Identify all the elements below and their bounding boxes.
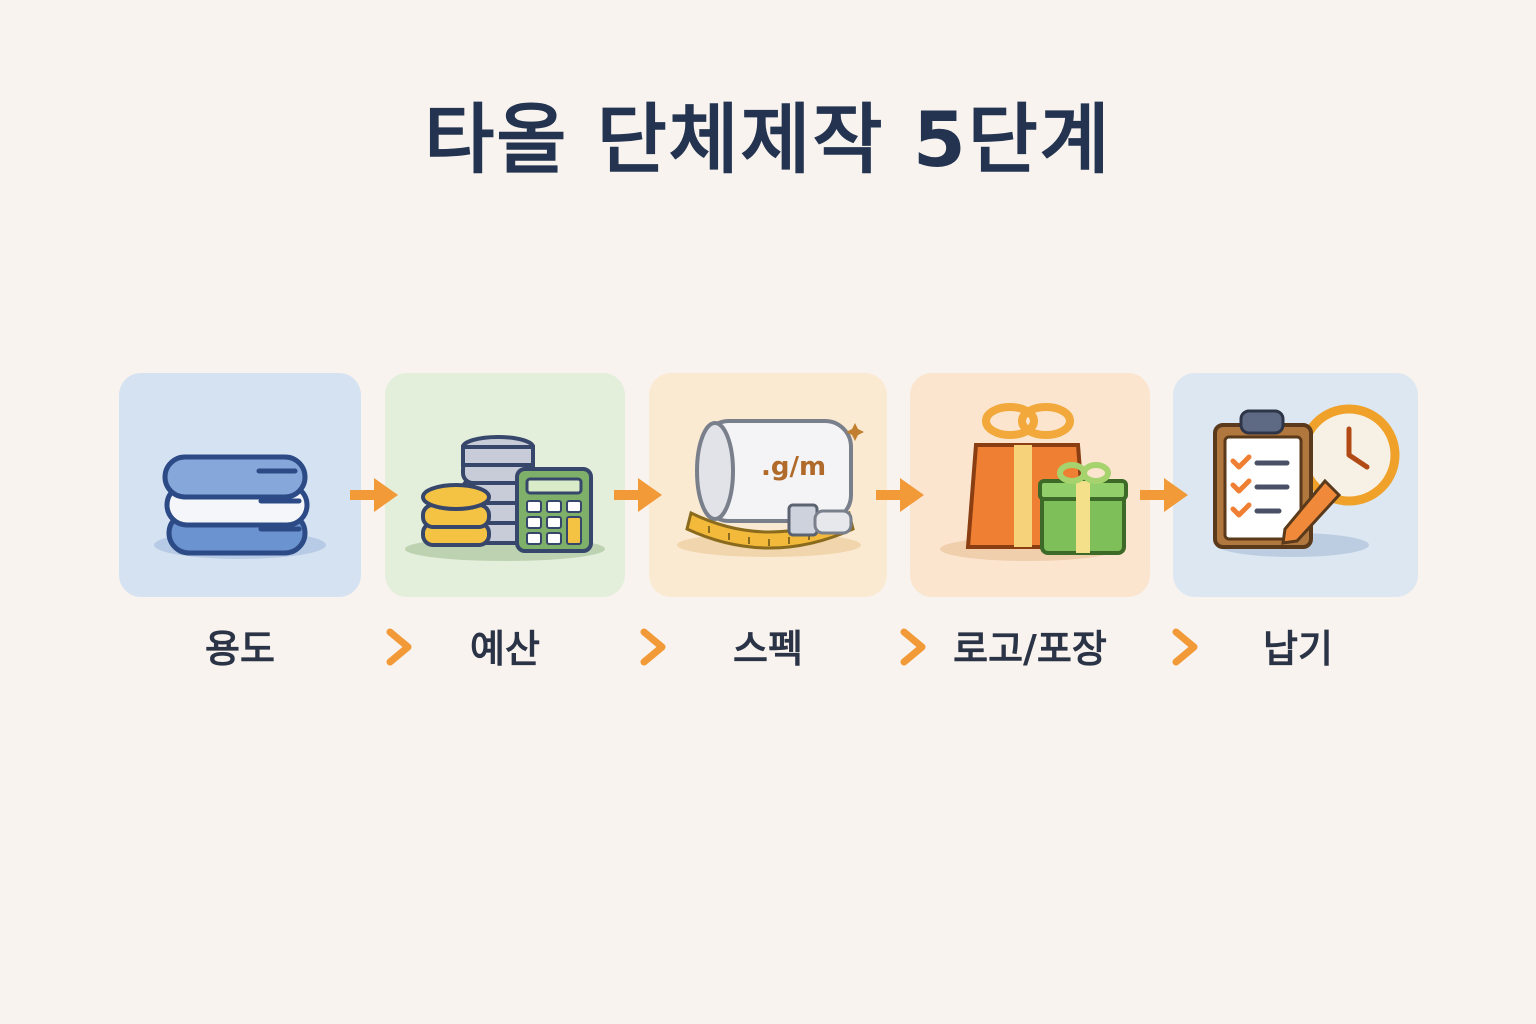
step-card-usage xyxy=(119,373,361,597)
step-card-logo-packaging xyxy=(910,373,1150,597)
step-card-spec: .g/m xyxy=(649,373,887,597)
arrow-right-icon xyxy=(350,478,398,512)
step-label-budget: 예산 xyxy=(470,627,540,671)
arrow-right-icon xyxy=(876,478,924,512)
towel-tape-measure-icon: .g/m xyxy=(677,419,864,557)
long-arrow-right-icon xyxy=(326,628,412,666)
clipboard-clock-icon xyxy=(1213,404,1400,557)
long-arrow-right-icon xyxy=(1112,628,1198,666)
gift-box-icon xyxy=(940,403,1128,561)
long-arrow-right-icon xyxy=(580,628,666,666)
folded-towels-icon xyxy=(154,454,326,559)
arrow-right-icon xyxy=(614,478,662,512)
coins-calculator-icon xyxy=(405,435,605,561)
step-label-logo-packaging: 로고/포장 xyxy=(953,627,1107,671)
step-label-spec: 스펙 xyxy=(733,627,803,671)
step-card-budget xyxy=(385,373,625,597)
long-arrow-right-icon xyxy=(840,628,926,666)
arrow-right-icon xyxy=(1140,478,1188,512)
step-label-delivery: 납기 xyxy=(1263,627,1333,671)
page-title: 타올 단체제작 5단계 xyxy=(424,95,1112,184)
spec-unit-text: .g/m xyxy=(761,452,826,482)
step-card-delivery xyxy=(1173,373,1418,597)
step-label-usage: 용도 xyxy=(205,627,275,671)
